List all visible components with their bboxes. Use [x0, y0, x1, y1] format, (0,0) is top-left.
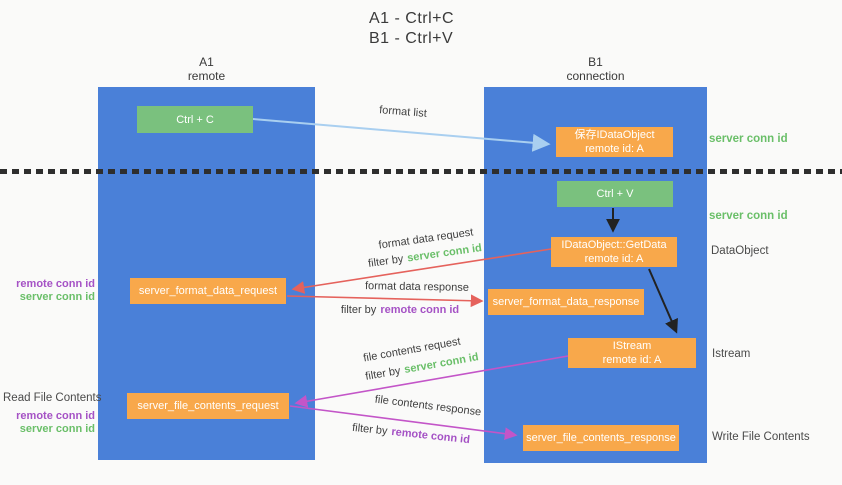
node-save-dataobject: 保存IDataObject remote id: A [556, 127, 673, 157]
filter-by-text: filter by [364, 364, 402, 383]
format-list-label: format list [378, 104, 428, 120]
server-conn-id-note-mid: server conn id [709, 210, 788, 222]
node-ctrl-c-label: Ctrl + C [176, 113, 214, 126]
node-server-format-data-response-label: server_format_data_response [492, 296, 640, 308]
lane-a-role: remote [187, 69, 226, 83]
title-line-b: B1 - Ctrl+V [369, 30, 454, 47]
filter-by-text: filter by [367, 253, 405, 270]
node-istream-line2: remote id: A [602, 354, 662, 366]
format-data-response-arrow [286, 294, 484, 308]
remote-conn-id-note: remote conn id [16, 278, 95, 290]
dataobject-note: DataObject [711, 245, 769, 257]
node-server-file-contents-response-label: server_file_contents_response [526, 432, 676, 444]
node-server-file-contents-request-label: server_file_contents_request [137, 400, 279, 412]
node-save-dataobject-line1: 保存IDataObject [574, 129, 655, 141]
node-server-file-contents-response: server_file_contents_response [523, 425, 679, 451]
node-server-format-data-request: server_format_data_request [130, 278, 286, 304]
remote-conn-id-note: remote conn id [16, 410, 95, 422]
node-getdata: IDataObject::GetData remote id: A [551, 237, 677, 267]
read-file-contents-note: Read File Contents [3, 392, 102, 404]
lane-a-header: A1 remote [98, 55, 315, 83]
lane-a-name: A1 [199, 55, 214, 69]
lane-b-header: B1 connection [484, 55, 707, 83]
server-conn-id-note: server conn id [19, 291, 95, 303]
node-save-dataobject-line2: remote id: A [585, 143, 644, 155]
remote-conn-id-key: remote conn id [380, 304, 460, 316]
node-ctrl-v: Ctrl + V [557, 181, 673, 207]
title-line-a: A1 - Ctrl+C [369, 10, 455, 27]
lane-b-name: B1 [588, 55, 603, 69]
node-server-format-data-request-label: server_format_data_request [138, 285, 278, 297]
node-ctrl-v-label: Ctrl + V [596, 188, 634, 200]
write-file-contents-note: Write File Contents [712, 431, 810, 443]
istream-note: Istream [712, 348, 751, 360]
node-server-format-data-response: server_format_data_response [488, 289, 644, 315]
node-istream: IStream remote id: A [568, 338, 696, 368]
server-conn-id-note: server conn id [19, 423, 95, 435]
filter-by-text: filter by [340, 304, 377, 316]
server-conn-id-note-top: server conn id [709, 133, 788, 145]
diagram-title: A1 - Ctrl+C B1 - Ctrl+V [369, 9, 454, 49]
node-getdata-line1: IDataObject::GetData [561, 239, 667, 251]
remote-conn-id-key: remote conn id [390, 425, 471, 447]
node-server-file-contents-request: server_file_contents_request [127, 393, 289, 419]
left-format-conn-ids: remote conn id server conn id [10, 278, 95, 304]
lane-b-role: connection [566, 69, 625, 83]
node-ctrl-c: Ctrl + C [137, 106, 253, 133]
node-getdata-line2: remote id: A [584, 253, 644, 265]
filter-by-text: filter by [351, 421, 389, 438]
phase-divider [0, 169, 842, 174]
left-file-conn-ids: remote conn id server conn id [10, 410, 95, 436]
node-istream-line1: IStream [612, 340, 652, 352]
format-data-response-label: format data response [364, 280, 470, 294]
